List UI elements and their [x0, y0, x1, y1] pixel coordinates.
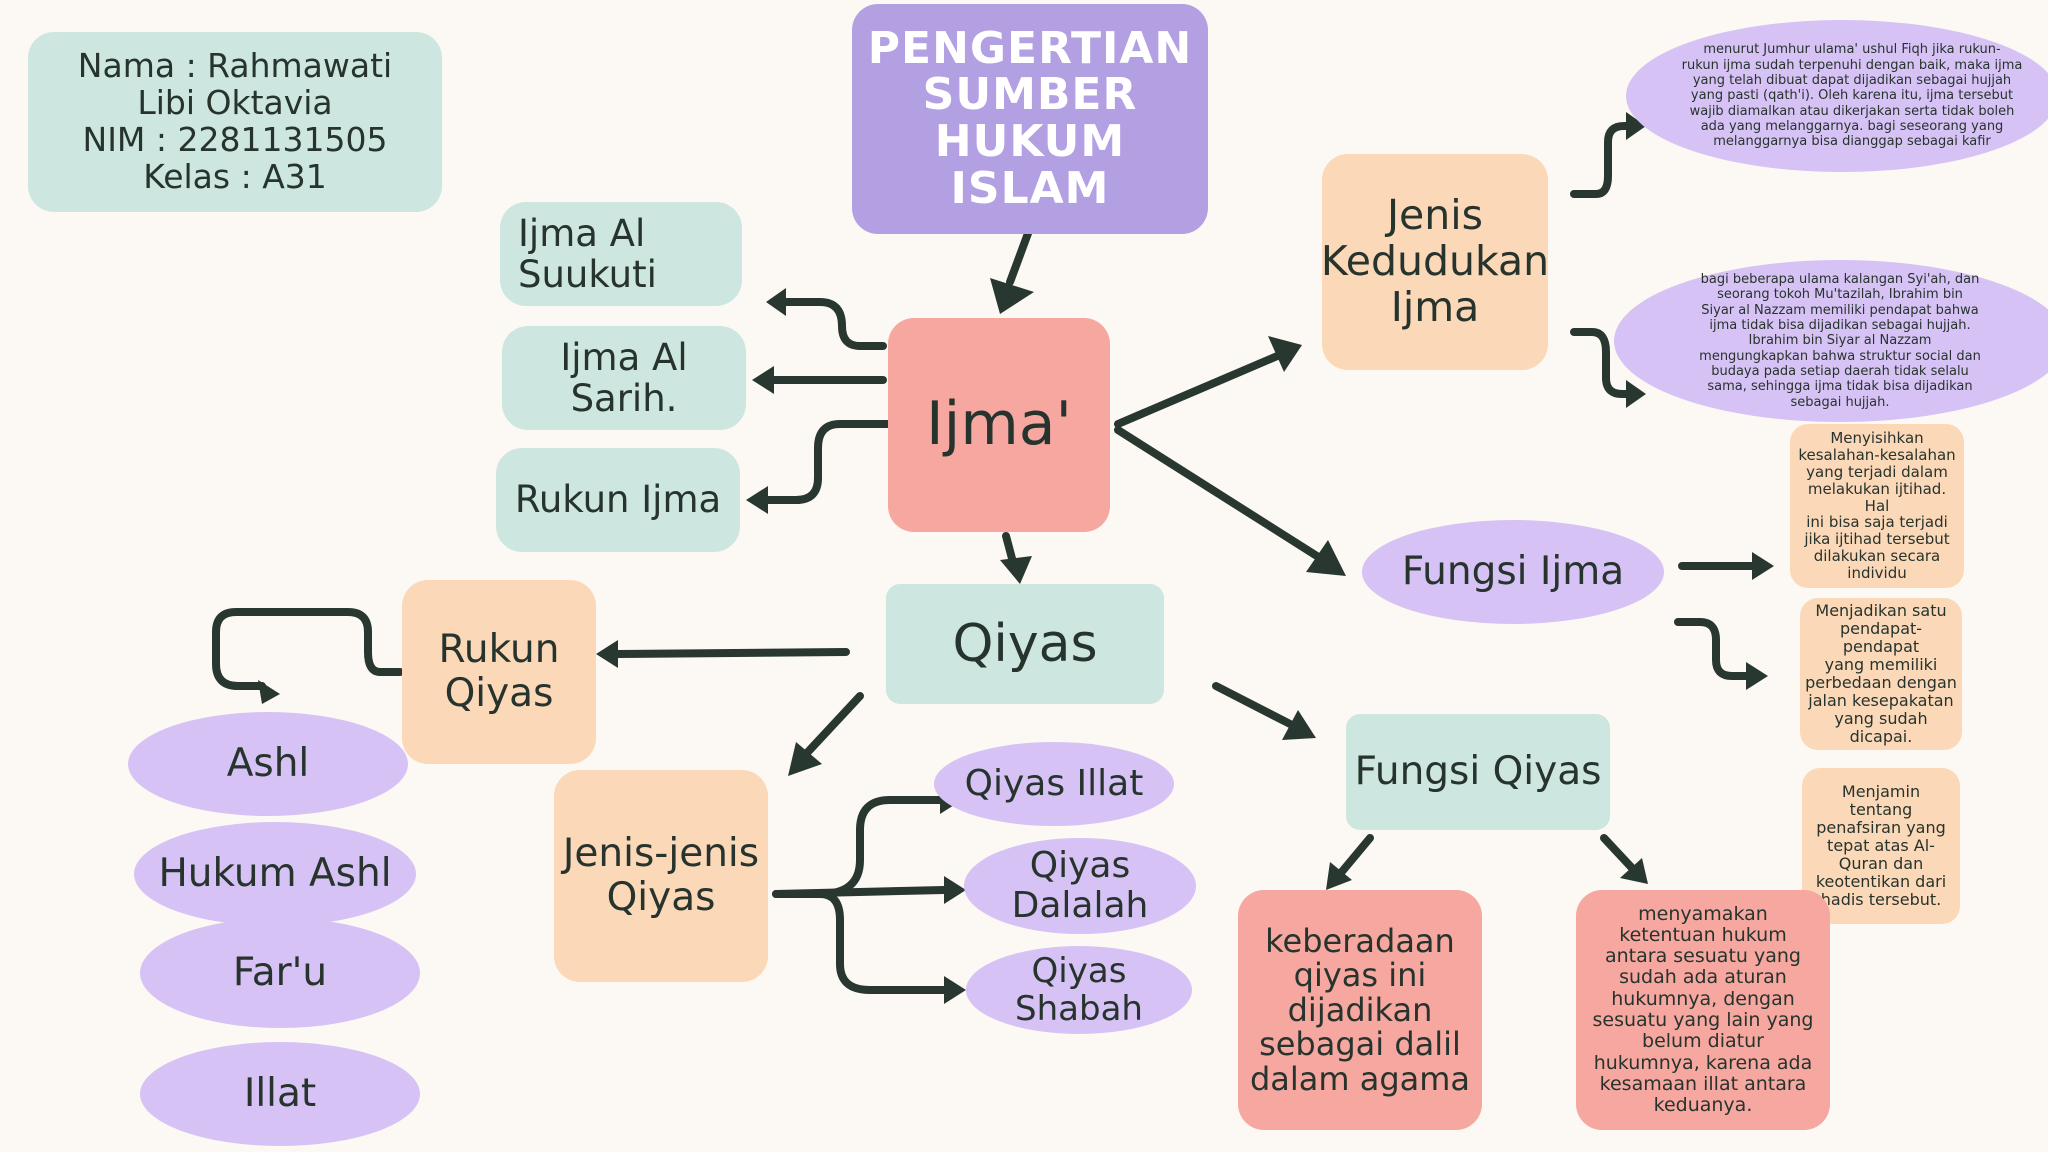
fungsi-qiyas-note-1: keberadaan qiyas ini dijadikan sebagai d… [1238, 890, 1482, 1130]
fungsi-ijma-note-1: Menyisihkan kesalahan-kesalahan yang ter… [1790, 424, 1964, 588]
ijma-type-label: Ijma Al Suukuti [518, 211, 657, 296]
kedudukan-note-text: bagi beberapa ulama kalangan Syi'ah, dan… [1699, 272, 1981, 410]
title-box: PENGERTIAN SUMBER HUKUM ISLAM [852, 4, 1208, 234]
fungsi-ijma-label: Fungsi Ijma [1401, 549, 1625, 595]
jenis-item-label: Qiyas Illat [964, 762, 1144, 804]
fungsi-qiyas-note-text: menyamakan ketentuan hukum antara sesuat… [1592, 902, 1814, 1117]
jenis-item-label: Qiyas Shabah [1015, 950, 1143, 1029]
rukun-item-label: Ashl [226, 741, 310, 787]
jenis-qiyas-label: Jenis-jenis Qiyas [562, 831, 760, 920]
jenis-item-shabah: Qiyas Shabah [966, 946, 1192, 1034]
rukun-item-label: Illat [243, 1071, 317, 1117]
ijma-node: Ijma' [888, 318, 1110, 532]
fungsi-ijma-note-3: Menjamin tentang penafsiran yang tepat a… [1802, 768, 1960, 924]
rukun-item-label: Far'u [232, 950, 328, 996]
student-info-text: Nama : Rahmawati Libi Oktavia NIM : 2281… [77, 46, 393, 196]
jenis-qiyas-node: Jenis-jenis Qiyas [554, 770, 768, 982]
rukun-qiyas-label: Rukun Qiyas [438, 627, 560, 716]
jenis-item-label: Qiyas Dalalah [1011, 844, 1149, 926]
rukun-item-hukum-ashl: Hukum Ashl [134, 822, 416, 926]
rukun-item-illat: Illat [140, 1042, 420, 1146]
kedudukan-label: Jenis Kedudukan Ijma [1320, 191, 1550, 331]
fungsi-qiyas-note-2: menyamakan ketentuan hukum antara sesuat… [1576, 890, 1830, 1130]
fungsi-ijma-note-text: Menjadikan satu pendapat-pendapat yang m… [1805, 601, 1957, 746]
fungsi-ijma-note-text: Menyisihkan kesalahan-kesalahan yang ter… [1798, 428, 1956, 583]
rukun-item-ashl: Ashl [128, 712, 408, 816]
ijma-type-label: Ijma Al Sarih. [560, 335, 688, 420]
student-info-card: Nama : Rahmawati Libi Oktavia NIM : 2281… [28, 32, 442, 212]
qiyas-node: Qiyas [886, 584, 1164, 704]
qiyas-label: Qiyas [952, 613, 1098, 674]
fungsi-qiyas-node: Fungsi Qiyas [1346, 714, 1610, 830]
ijma-label: Ijma' [925, 389, 1073, 460]
rukun-qiyas-node: Rukun Qiyas [402, 580, 596, 764]
fungsi-ijma-node: Fungsi Ijma [1362, 520, 1664, 624]
kedudukan-note-2: bagi beberapa ulama kalangan Syi'ah, dan… [1614, 260, 2048, 422]
fungsi-qiyas-note-text: keberadaan qiyas ini dijadikan sebagai d… [1249, 921, 1471, 1098]
kedudukan-note-1: menurut Jumhur ulama' ushul Fiqh jika ru… [1626, 20, 2048, 172]
jenis-item-dalalah: Qiyas Dalalah [964, 838, 1196, 934]
fungsi-ijma-note-2: Menjadikan satu pendapat-pendapat yang m… [1800, 598, 1962, 750]
page-title: PENGERTIAN SUMBER HUKUM ISLAM [867, 22, 1193, 214]
ijma-type-label: Rukun Ijma [514, 478, 722, 522]
kedudukan-note-text: menurut Jumhur ulama' ushul Fiqh jika ru… [1681, 42, 2023, 150]
rukun-item-faru: Far'u [140, 918, 420, 1028]
ijma-type-suukuti: Ijma Al Suukuti [500, 202, 742, 306]
fungsi-qiyas-label: Fungsi Qiyas [1354, 749, 1602, 795]
ijma-type-rukun: Rukun Ijma [496, 448, 740, 552]
fungsi-ijma-note-text: Menjamin tentang penafsiran yang tepat a… [1815, 782, 1947, 909]
rukun-item-label: Hukum Ashl [158, 851, 392, 897]
ijma-type-sarih: Ijma Al Sarih. [502, 326, 746, 430]
jenis-item-illat: Qiyas Illat [934, 742, 1174, 826]
kedudukan-node: Jenis Kedudukan Ijma [1320, 154, 1550, 370]
